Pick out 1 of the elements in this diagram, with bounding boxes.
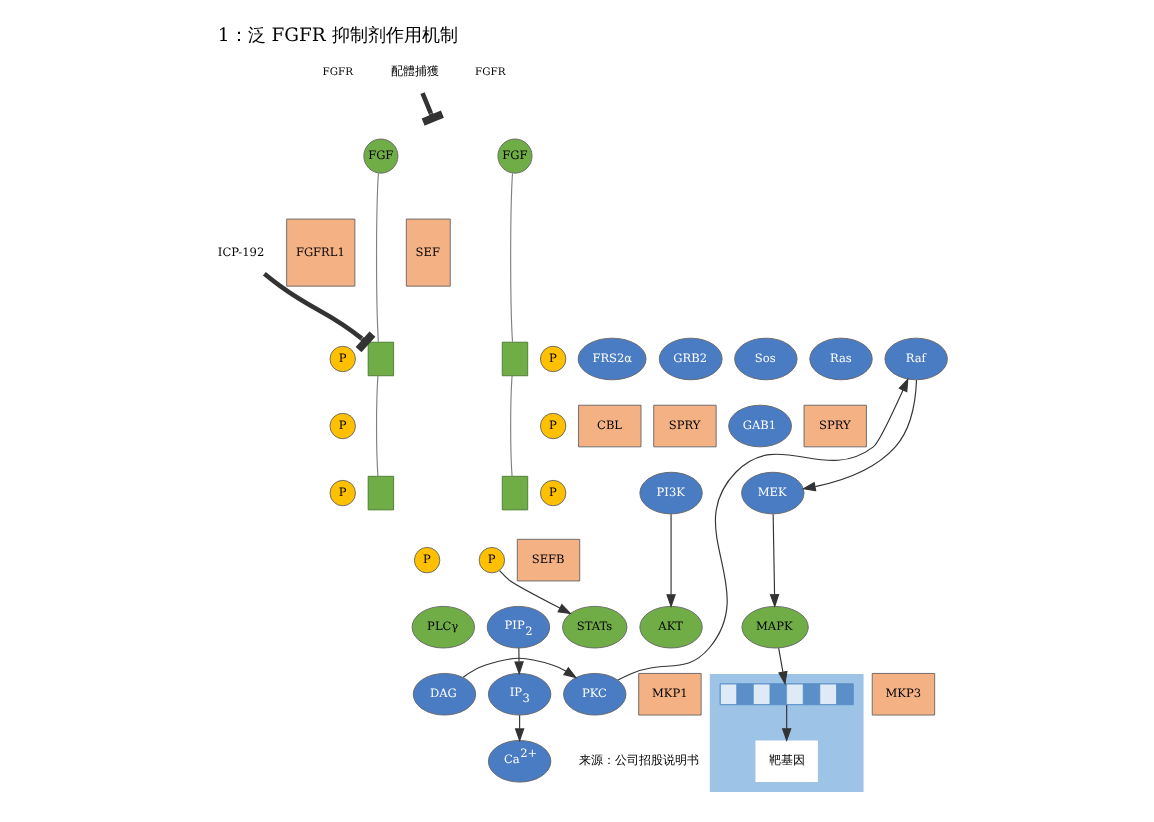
- diagram-title: 1：泛 FGFR 抑制剂作用机制: [216, 24, 457, 47]
